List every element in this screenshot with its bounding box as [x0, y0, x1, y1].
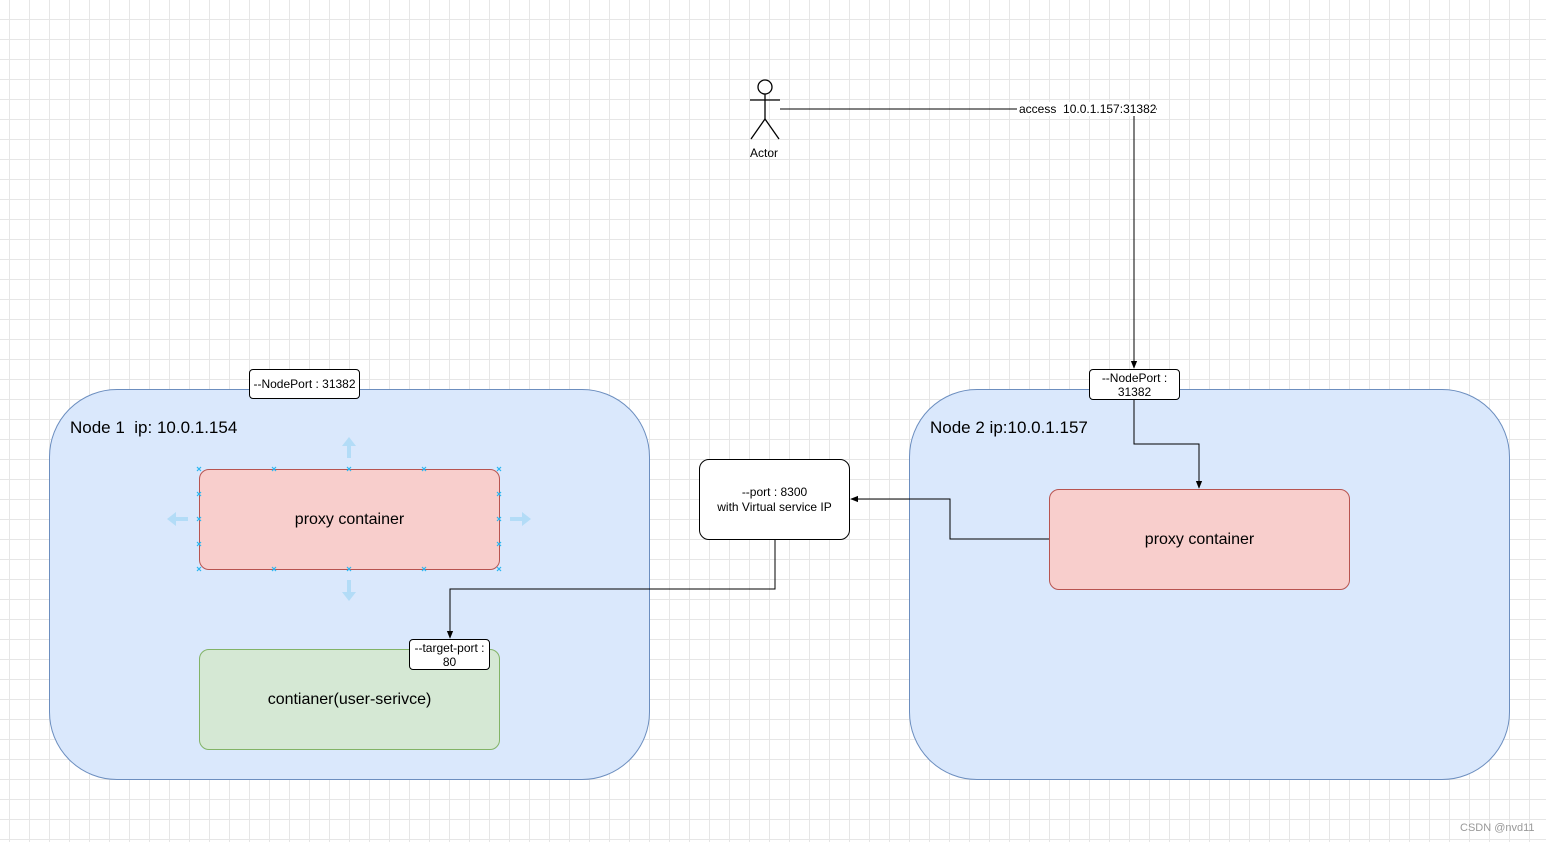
target-port-line1: --target-port :: [414, 640, 485, 655]
handle-x-marks: [196, 466, 502, 572]
user-service-label: contianer(user-serivce): [267, 690, 432, 708]
actor-label: Actor: [750, 146, 779, 160]
node2-nodeport-line1: --NodePort :: [1101, 370, 1168, 385]
node2-nodeport-line2: 31382: [1117, 384, 1152, 399]
arrow-left-icon: [167, 512, 188, 526]
access-label: access 10.0.1.157:31382: [1019, 102, 1157, 116]
proxy-to-service-port-connector[interactable]: [850, 495, 1049, 540]
node1-proxy-label: proxy container: [294, 510, 405, 528]
node2-title: Node 2 ip:10.0.1.157: [930, 418, 1088, 437]
arrow-right-icon: [510, 512, 531, 526]
hover-arrow-icons[interactable]: [167, 437, 531, 601]
node1-nodeport-label[interactable]: --NodePort : 31382: [249, 369, 360, 399]
nodeport-to-proxy-connector[interactable]: [1133, 400, 1203, 489]
actor-to-node2-connector[interactable]: [780, 108, 1157, 368]
watermark: CSDN @nvd11: [1460, 822, 1535, 834]
service-port-to-target-port-connector[interactable]: [446, 540, 776, 639]
node2-proxy-label: proxy container: [1144, 530, 1255, 548]
node1-title: Node 1 ip: 10.0.1.154: [70, 418, 238, 437]
node1-proxy-container[interactable]: proxy container: [199, 469, 500, 570]
selection-handles[interactable]: [196, 466, 502, 572]
arrow-up-icon: [342, 437, 356, 458]
service-port-line1: --port : 8300: [741, 484, 808, 499]
target-port-line2: 80: [442, 654, 457, 669]
service-port-box[interactable]: --port : 8300 with Virtual service IP: [699, 459, 850, 540]
node2-nodeport-label[interactable]: --NodePort : 31382: [1089, 369, 1180, 400]
user-service-container[interactable]: contianer(user-serivce): [199, 649, 500, 750]
service-port-line2: with Virtual service IP: [717, 499, 832, 514]
actor-icon[interactable]: [750, 79, 780, 140]
node1-nodeport-text: --NodePort : 31382: [253, 377, 356, 391]
arrow-down-icon: [342, 580, 356, 601]
node2-proxy-container[interactable]: proxy container: [1049, 489, 1350, 590]
target-port-label[interactable]: --target-port : 80: [409, 639, 490, 670]
